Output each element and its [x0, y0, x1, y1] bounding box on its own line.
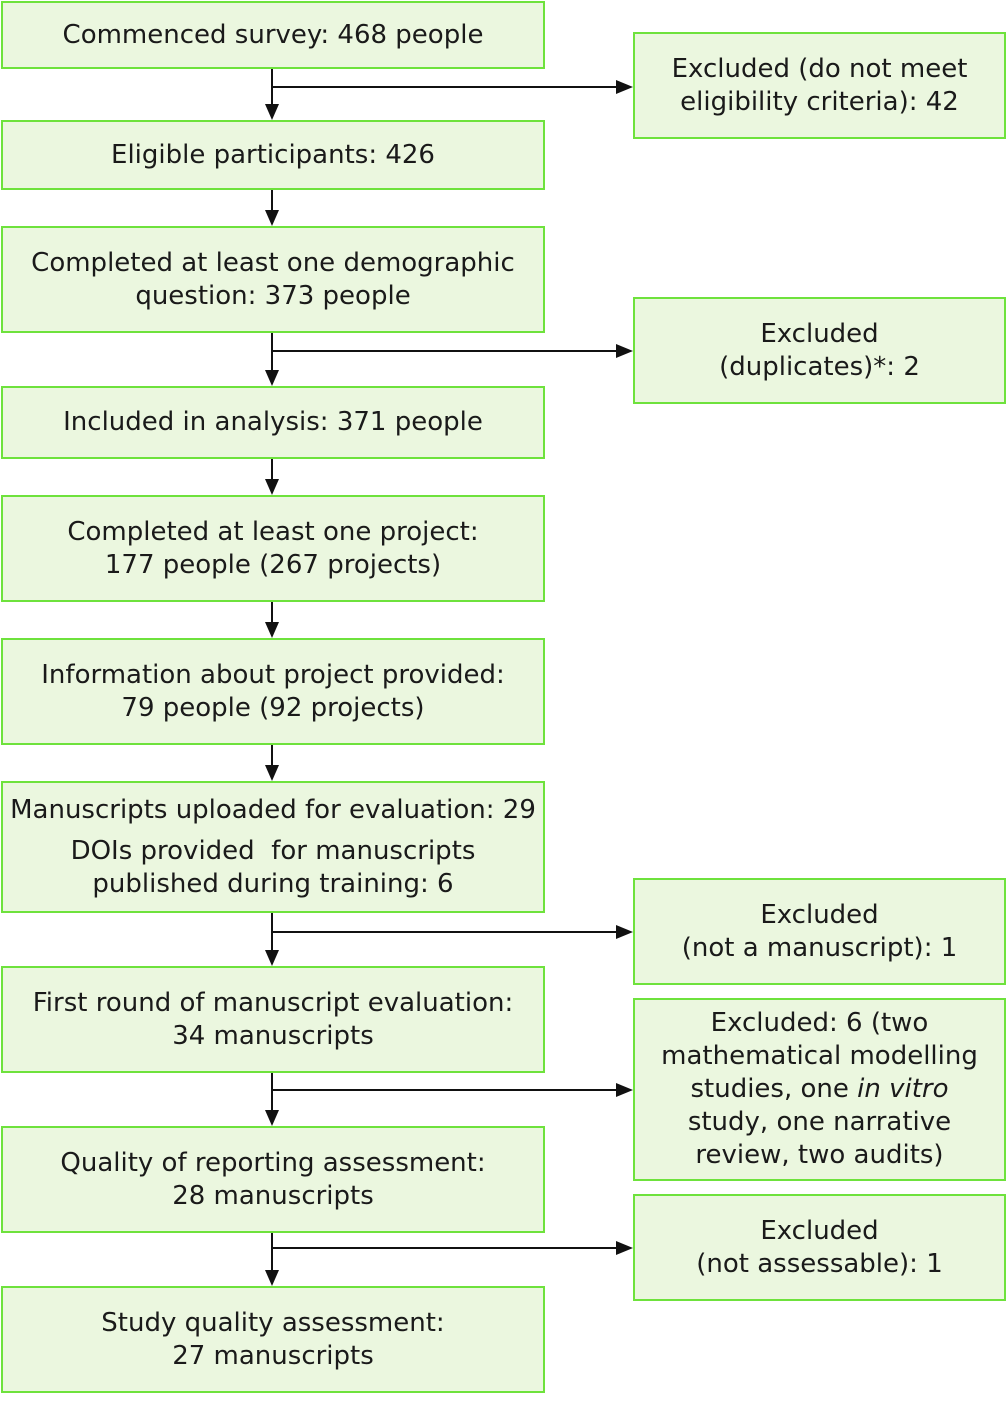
box-manuscripts-uploaded: Manuscripts uploaded for evaluation: 29 … [1, 781, 545, 913]
box-completed-project: Completed at least one project: 177 peop… [1, 495, 545, 602]
box-text: study, one narrative [687, 1107, 952, 1137]
box-excluded-eligibility: Excluded (do not meet eligibility criter… [633, 32, 1006, 139]
box-text: 34 manuscripts [172, 1020, 374, 1051]
box-text: (not a manuscript): 1 [681, 932, 958, 963]
box-text: eligibility criteria): 42 [680, 86, 959, 117]
box-text: question: 373 people [135, 280, 411, 311]
box-text-mixed: studies, one in vitro [690, 1073, 948, 1106]
box-completed-demographic: Completed at least one demographic quest… [1, 226, 545, 333]
box-study-quality: Study quality assessment: 27 manuscripts [1, 1286, 545, 1393]
box-text: Study quality assessment: [101, 1307, 445, 1338]
box-text: Completed at least one demographic [31, 247, 515, 278]
box-quality-reporting: Quality of reporting assessment: 28 manu… [1, 1126, 545, 1233]
box-eligible-participants: Eligible participants: 426 [1, 120, 545, 190]
box-excluded-not-manuscript: Excluded (not a manuscript): 1 [633, 878, 1006, 985]
exclusion-arrows [272, 80, 633, 1255]
box-text: 79 people (92 projects) [121, 692, 425, 723]
box-text: Excluded [760, 1215, 879, 1246]
box-included-analysis: Included in analysis: 371 people [1, 386, 545, 459]
box-text: DOIs provided for manuscripts [70, 835, 476, 866]
box-text: Excluded: 6 (two [710, 1008, 929, 1038]
box-text: Quality of reporting assessment: [60, 1147, 486, 1178]
box-text: Eligible participants: 426 [111, 139, 435, 170]
box-commenced-survey: Commenced survey: 468 people [1, 1, 545, 69]
box-text: review, two audits) [695, 1140, 944, 1170]
box-text: (not assessable): 1 [696, 1248, 943, 1279]
box-text: Manuscripts uploaded for evaluation: 29 [10, 794, 536, 825]
box-text: Included in analysis: 371 people [63, 407, 483, 437]
box-text: 28 manuscripts [172, 1180, 374, 1211]
box-text: Information about project provided: [41, 659, 505, 690]
box-text: Excluded (do not meet [671, 53, 968, 84]
box-text: First round of manuscript evaluation: [32, 987, 514, 1018]
vertical-arrows [265, 68, 279, 1286]
box-excluded-not-assessable: Excluded (not assessable): 1 [633, 1194, 1006, 1301]
box-text: Excluded [760, 318, 879, 349]
box-information-provided: Information about project provided: 79 p… [1, 638, 545, 745]
box-text: 27 manuscripts [172, 1340, 374, 1371]
box-text: Commenced survey: 468 people [62, 19, 484, 50]
box-text: studies, one [690, 1074, 858, 1104]
box-text: Completed at least one project: [67, 516, 479, 547]
box-first-round-evaluation: First round of manuscript evaluation: 34… [1, 966, 545, 1073]
box-text: Excluded [760, 899, 879, 930]
box-excluded-six: Excluded: 6 (two mathematical modelling … [633, 998, 1006, 1181]
box-text: published during training: 6 [92, 868, 454, 899]
box-text: (duplicates)*: 2 [719, 351, 920, 382]
box-text: mathematical modelling [661, 1041, 978, 1071]
box-text: 177 people (267 projects) [104, 549, 442, 580]
box-excluded-duplicates: Excluded (duplicates)*: 2 [633, 297, 1006, 404]
box-text-italic: in vitro [857, 1074, 949, 1104]
